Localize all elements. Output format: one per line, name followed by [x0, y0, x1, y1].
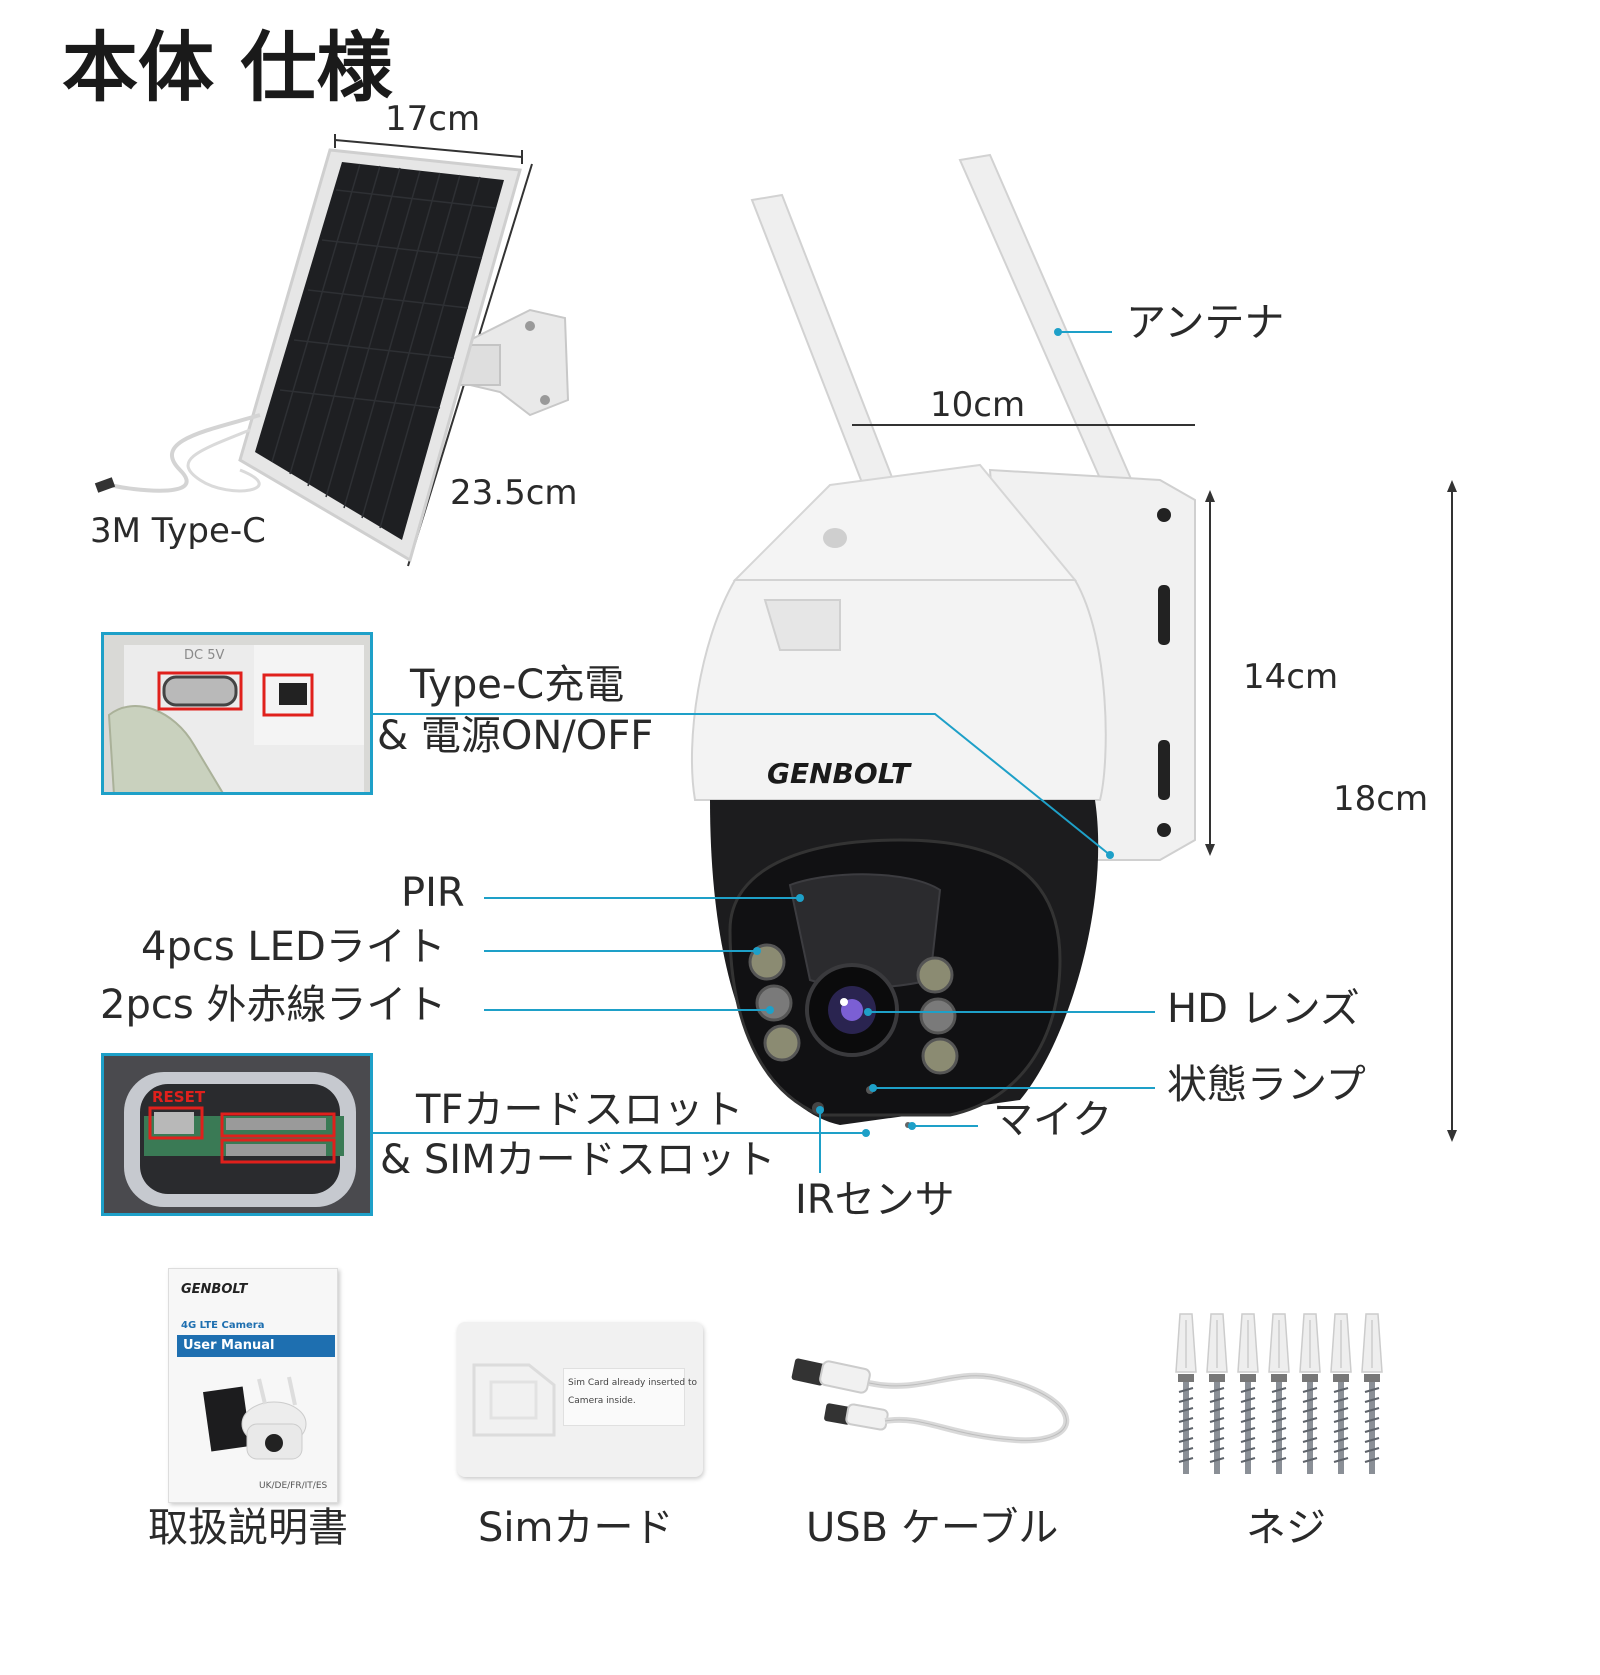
hd-lens-label: HD レンズ	[1167, 986, 1360, 1032]
user-manual-image: GENBOLT 4G LTE Camera User Manual UK/DE/…	[168, 1268, 338, 1503]
ir-sensor-label: IRセンサ	[795, 1177, 955, 1223]
status-lamp-label: 状態ランプ	[1167, 1062, 1366, 1108]
sim-note-line1: Sim Card already inserted to	[568, 1378, 698, 1388]
accessory-label-sim: Simカード	[478, 1505, 674, 1551]
sim-chip-outline	[472, 1363, 556, 1437]
manual-brand: GENBOLT	[181, 1282, 248, 1297]
camera-dimension-lines	[852, 424, 1457, 1142]
sim-note-box: Sim Card already inserted to Camera insi…	[563, 1368, 697, 1426]
solar-height-label: 23.5cm	[450, 473, 578, 513]
camera-body-height-label: 14cm	[1243, 657, 1339, 697]
accessory-label-screws: ネジ	[1246, 1505, 1326, 1551]
sim-card-image: Sim Card already inserted to Camera insi…	[457, 1322, 703, 1477]
screws-image	[1175, 1313, 1383, 1475]
tf-slot-inset: RESET	[101, 1053, 373, 1216]
camera-total-height-label: 18cm	[1333, 779, 1429, 819]
solar-width-label: 17cm	[385, 99, 481, 139]
typec-port-inset: DC 5V	[101, 632, 373, 795]
tf-slot-label-line1: TFカードスロット	[416, 1087, 744, 1133]
manual-footer: UK/DE/FR/IT/ES	[259, 1481, 328, 1491]
manual-product: 4G LTE Camera	[181, 1320, 265, 1331]
accessory-label-usb: USB ケーブル	[806, 1505, 1059, 1551]
camera-brand-logo: GENBOLT	[767, 757, 910, 790]
manual-cover-photo	[203, 1376, 307, 1460]
typec-port-photo	[107, 645, 364, 792]
solar-panel-image	[94, 134, 570, 567]
reset-label: RESET	[152, 1088, 206, 1106]
tf-slot-photo	[124, 1072, 356, 1207]
accessory-label-manual: 取扱説明書	[148, 1505, 348, 1551]
led-light-label: 4pcs LEDライト	[141, 924, 446, 970]
typec-label-line1: Type-C充電	[410, 662, 625, 708]
manual-title: User Manual	[177, 1335, 335, 1357]
antenna-label: アンテナ	[1126, 300, 1285, 346]
typec-label-line2: & 電源ON/OFF	[377, 713, 654, 759]
camera-width-label: 10cm	[930, 385, 1026, 425]
port-label: DC 5V	[184, 648, 225, 663]
sim-note-line2: Camera inside.	[568, 1396, 636, 1406]
ir-light-label: 2pcs 外赤線ライト	[100, 982, 447, 1028]
tf-slot-label-line2: & SIMカードスロット	[380, 1137, 776, 1183]
camera-image	[690, 153, 1196, 1128]
usb-cable-image	[791, 1358, 1070, 1444]
pir-label: PIR	[401, 870, 465, 916]
mic-label: マイク	[993, 1097, 1113, 1143]
cable-length-label: 3M Type-C	[90, 511, 266, 551]
page-title: 本体 仕様	[62, 23, 393, 112]
